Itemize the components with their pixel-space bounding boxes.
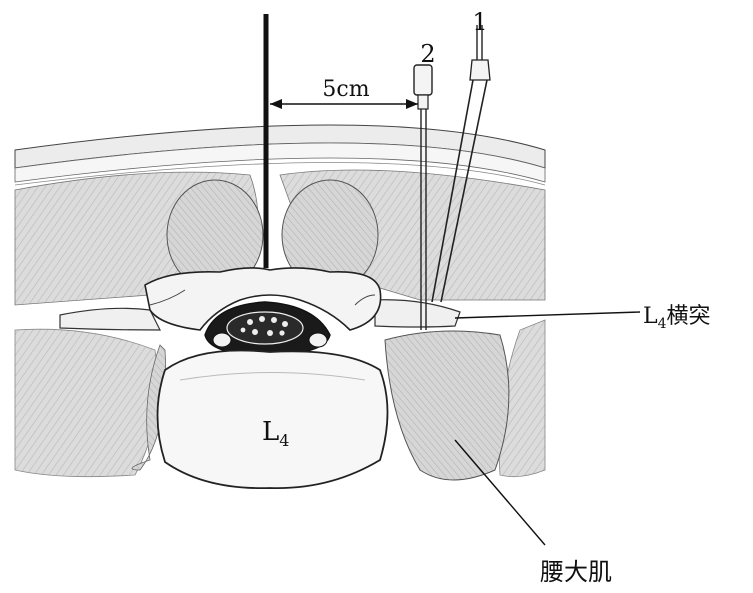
vertebra-label: L4 bbox=[262, 417, 289, 450]
needle-1-label: 1 bbox=[472, 8, 487, 36]
vertebral-body bbox=[156, 349, 389, 490]
transverse-process-label: L4横突 bbox=[643, 304, 711, 332]
transverse-processes bbox=[59, 299, 461, 331]
spinal-canal bbox=[204, 301, 331, 356]
distance-arrow bbox=[270, 99, 418, 109]
back-muscles bbox=[14, 169, 546, 306]
leader-lines bbox=[454, 311, 641, 546]
psoas-muscle bbox=[384, 330, 510, 481]
skin-layers bbox=[14, 124, 546, 186]
needle-2 bbox=[413, 64, 433, 330]
vertebral-arch bbox=[144, 267, 382, 331]
psoas-label: 腰大肌 bbox=[540, 558, 612, 586]
needle-2-label: 2 bbox=[420, 40, 435, 68]
flank-muscles bbox=[14, 319, 546, 478]
distance-label: 5cm bbox=[322, 77, 369, 102]
needle-1 bbox=[431, 25, 491, 303]
